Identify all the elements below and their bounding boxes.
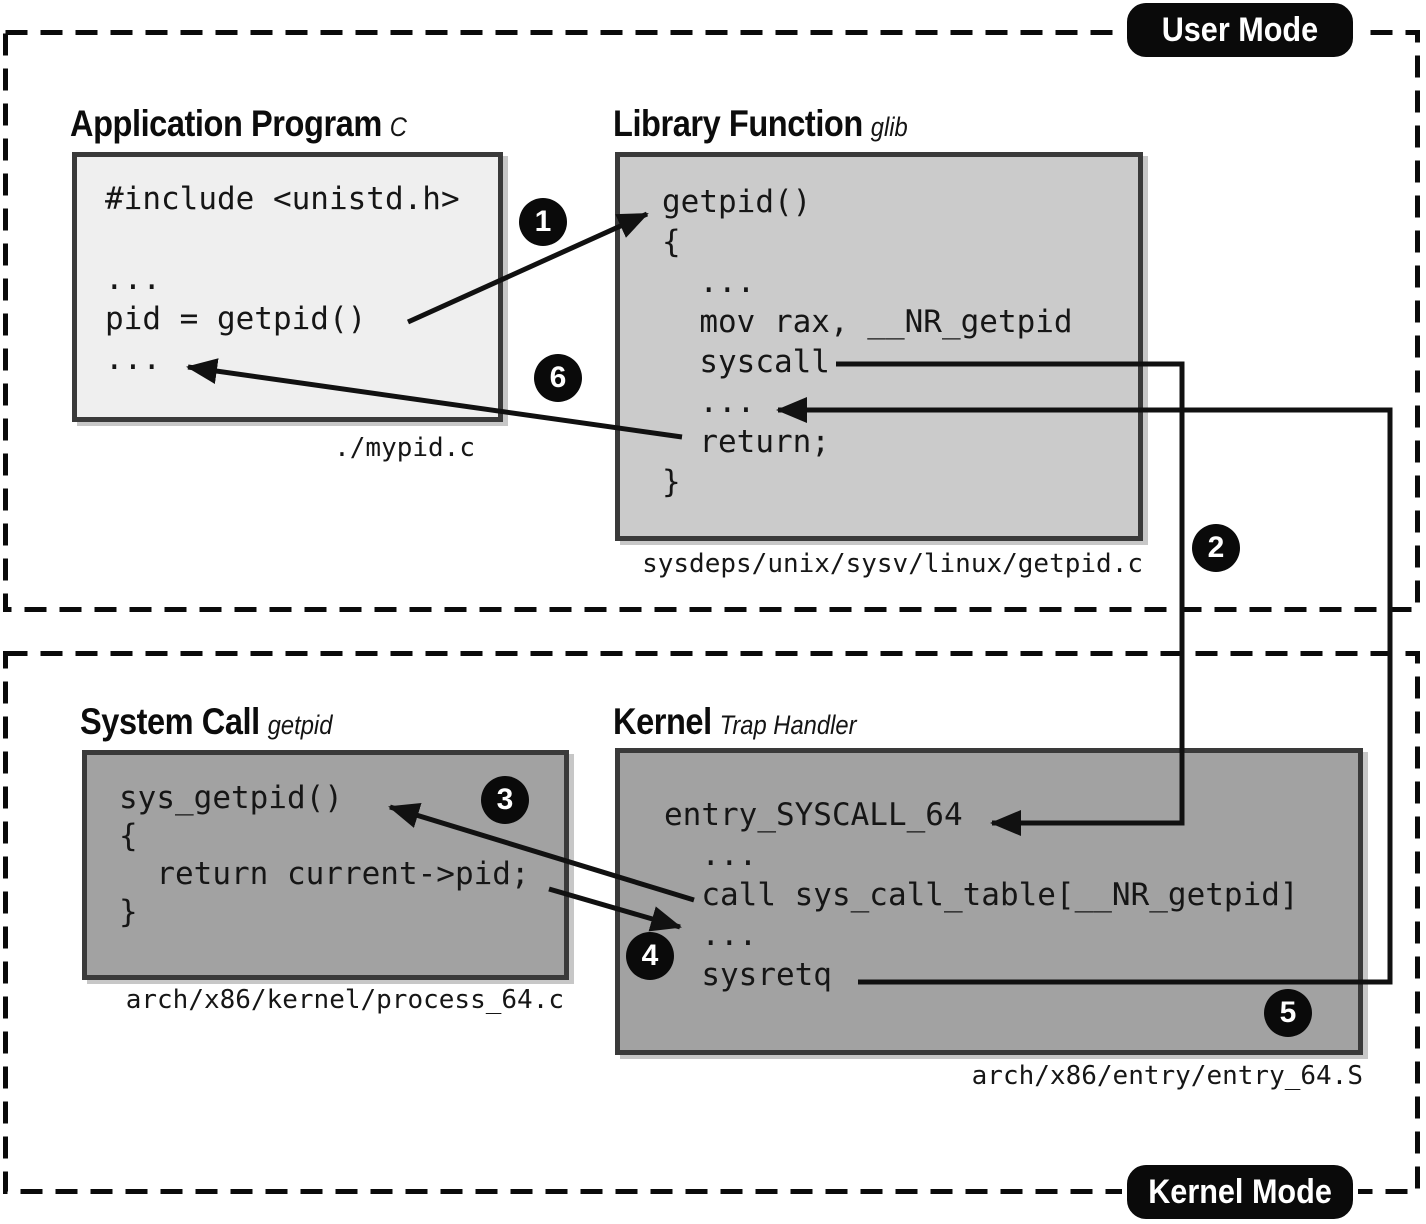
step-6-marker: 6 bbox=[534, 354, 582, 402]
kernel-title: Kernel bbox=[613, 701, 712, 742]
library-caption: sysdeps/unix/sysv/linux/getpid.c bbox=[642, 549, 1143, 579]
system-call-title: System Call bbox=[80, 701, 260, 742]
system-call-subtitle: getpid bbox=[267, 710, 333, 740]
kernel-caption: arch/x86/entry/entry_64.S bbox=[971, 1061, 1363, 1091]
application-title: Application Program bbox=[70, 103, 382, 144]
kernel-subtitle: Trap Handler bbox=[719, 710, 857, 740]
library-title: Library Function bbox=[613, 103, 863, 144]
user-mode-label: User Mode bbox=[1161, 11, 1319, 49]
step-4-marker: 4 bbox=[626, 932, 674, 980]
application-caption: ./mypid.c bbox=[334, 433, 475, 463]
step-5-marker: 5 bbox=[1264, 989, 1312, 1037]
library-subtitle: glib bbox=[870, 112, 908, 142]
step-2-marker: 2 bbox=[1192, 524, 1240, 572]
user-mode-badge: User Mode bbox=[1122, 0, 1358, 62]
application-subtitle: C bbox=[389, 112, 407, 142]
system-call-code: sys_getpid() { return current->pid; } bbox=[119, 780, 530, 930]
step-3-marker: 3 bbox=[481, 776, 529, 824]
application-code: #include <unistd.h> ... pid = getpid() .… bbox=[105, 181, 460, 377]
step-1-marker: 1 bbox=[519, 198, 567, 246]
kernel-mode-label: Kernel Mode bbox=[1148, 1173, 1332, 1211]
library-code: getpid() { ... mov rax, __NR_getpid sysc… bbox=[662, 184, 1073, 500]
kernel-code: entry_SYSCALL_64 ... call sys_call_table… bbox=[664, 797, 1299, 993]
system-call-caption: arch/x86/kernel/process_64.c bbox=[125, 985, 564, 1015]
kernel-mode-badge: Kernel Mode bbox=[1122, 1160, 1358, 1224]
